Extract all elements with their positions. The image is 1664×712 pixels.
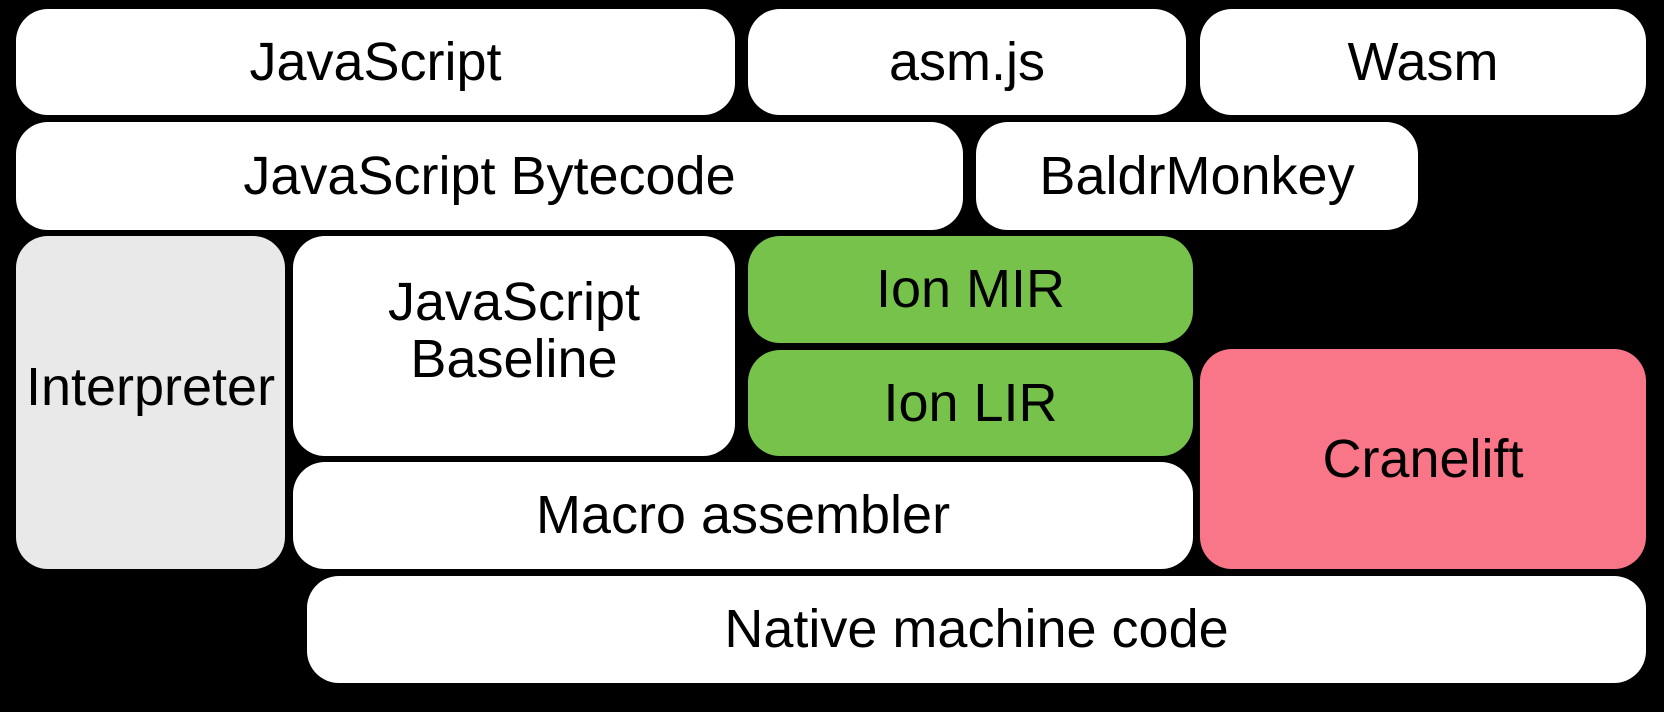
box-javascript-bytecode: JavaScript Bytecode: [16, 122, 963, 230]
box-cranelift: Cranelift: [1200, 349, 1646, 569]
box-javascript-baseline-label: JavaScript Baseline: [387, 272, 641, 389]
box-ion-lir: Ion LIR: [748, 350, 1193, 456]
box-interpreter-label: Interpreter: [25, 357, 276, 418]
box-macro-assembler-label: Macro assembler: [535, 485, 951, 546]
box-macro-assembler: Macro assembler: [293, 462, 1193, 569]
box-ion-lir-label: Ion LIR: [883, 372, 1058, 433]
box-baldrmonkey-label: BaldrMonkey: [1039, 145, 1355, 206]
box-javascript-label: JavaScript: [249, 31, 502, 92]
box-javascript-baseline: JavaScript Baseline: [293, 236, 735, 456]
box-ion-mir: Ion MIR: [748, 236, 1193, 343]
box-ion-mir-label: Ion MIR: [875, 259, 1066, 320]
box-native-machine-code: Native machine code: [307, 576, 1646, 683]
box-native-machine-code-label: Native machine code: [724, 599, 1229, 660]
box-wasm: Wasm: [1200, 9, 1646, 115]
box-javascript: JavaScript: [16, 9, 735, 115]
box-interpreter: Interpreter: [16, 236, 285, 569]
box-baldrmonkey: BaldrMonkey: [976, 122, 1418, 230]
box-wasm-label: Wasm: [1347, 31, 1499, 92]
box-cranelift-label: Cranelift: [1322, 428, 1524, 489]
box-asmjs-label: asm.js: [888, 31, 1045, 92]
box-asmjs: asm.js: [748, 9, 1186, 115]
box-javascript-bytecode-label: JavaScript Bytecode: [243, 145, 736, 206]
